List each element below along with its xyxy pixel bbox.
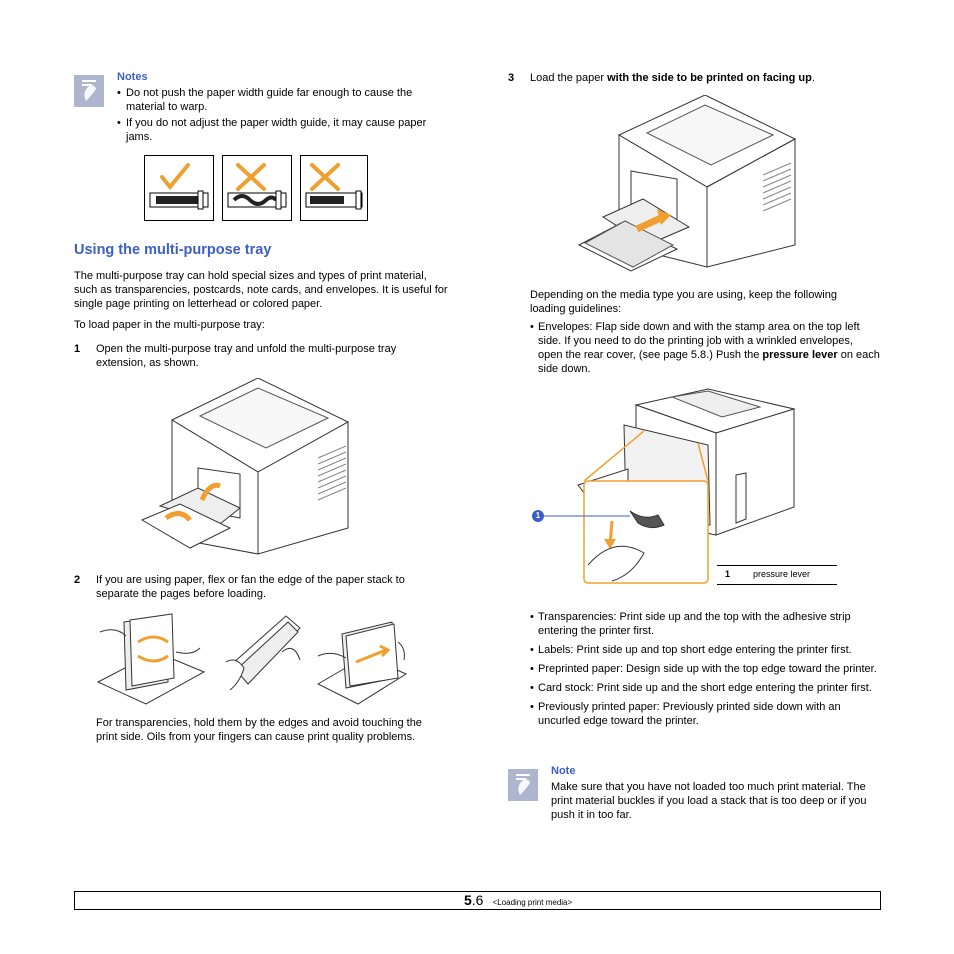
chapter-name: <Loading print media> — [492, 898, 573, 907]
note-icon — [508, 769, 538, 801]
paper-guide-too-loose-illustration — [300, 155, 368, 221]
list-item: Labels: Print side up and top short edge… — [538, 644, 852, 656]
note-icon — [74, 75, 104, 107]
fan-paper-illustration-3 — [316, 612, 408, 706]
pressure-lever-illustration — [532, 385, 797, 585]
paper-guide-too-tight-illustration — [222, 155, 292, 221]
transparency-text: For transparencies, hold them by the edg… — [96, 717, 422, 743]
note-item: Do not push the paper width guide far en… — [126, 87, 413, 113]
step3-number: 3 — [508, 72, 515, 84]
note-item: If you do not adjust the paper width gui… — [126, 117, 427, 143]
section-title: Using the multi-purpose tray — [74, 242, 272, 258]
callout-legend: 1 pressure lever — [717, 565, 837, 585]
step1-text: Open the multi-purpose tray and unfold t… — [96, 343, 397, 369]
callout-legend-label: pressure lever — [753, 569, 811, 579]
page-number: 5.6 <Loading print media> — [464, 892, 573, 908]
callout-legend-number: 1 — [725, 569, 731, 579]
list-item: Preprinted paper: Design side up with th… — [538, 663, 877, 675]
step2-number: 2 — [74, 574, 81, 586]
fan-paper-illustration-1 — [96, 612, 206, 706]
list-item: Transparencies: Print side up and the to… — [538, 611, 851, 637]
envelopes-bullet: • Envelopes: Flap side down and with the… — [530, 321, 880, 375]
list-item: Previously printed paper: Previously pri… — [538, 701, 841, 727]
open-tray-illustration — [140, 378, 355, 560]
to-load-text: To load paper in the multi-purpose tray: — [74, 319, 265, 331]
media-guidelines-list: •Transparencies: Print side up and the t… — [530, 610, 880, 728]
step2-text: If you are using paper, flex or fan the … — [96, 574, 405, 600]
notes-list: •Do not push the paper width guide far e… — [117, 86, 447, 144]
list-item: Card stock: Print side up and the short … — [538, 682, 872, 694]
callout-marker: 1 — [532, 510, 544, 522]
step3-text: Load the paper with the side to be print… — [530, 72, 815, 84]
paper-guide-correct-illustration — [144, 155, 214, 221]
fan-paper-illustration-2 — [222, 612, 304, 696]
notes-title: Notes — [117, 71, 148, 83]
step1-number: 1 — [74, 343, 81, 355]
guidelines-intro: Depending on the media type you are usin… — [530, 289, 837, 315]
intro-paragraph: The multi-purpose tray can hold special … — [74, 270, 448, 310]
note-title: Note — [551, 765, 576, 777]
footer: 5.6 <Loading print media> — [74, 891, 881, 910]
note-text: Make sure that you have not loaded too m… — [551, 781, 867, 821]
load-paper-illustration — [577, 95, 799, 275]
